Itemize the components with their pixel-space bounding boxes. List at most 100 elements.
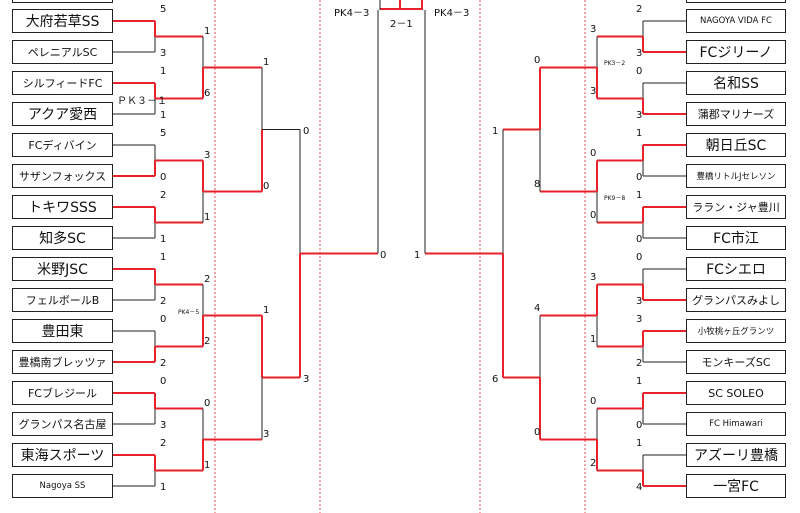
score-label: 4 xyxy=(636,482,643,493)
team-box-left: 豊橋南ブレッツァ xyxy=(12,350,113,374)
team-box-left: Nagoya SS xyxy=(12,474,113,498)
score-label: 3 xyxy=(204,149,211,161)
team-box-right: NAGOYA VIDA FC xyxy=(686,9,786,33)
score-label: 0 xyxy=(590,209,597,221)
team-box-left: グランパス名古屋 xyxy=(12,412,113,436)
score-label: 1 xyxy=(636,438,643,449)
score-label: 1 xyxy=(204,459,211,471)
pk-note: PK4－5 xyxy=(178,309,200,316)
score-label: 0 xyxy=(636,420,643,431)
team-box-right: FC市江 xyxy=(686,226,786,250)
team-box-right: SC SOLEO xyxy=(686,381,786,405)
score-label: 0 xyxy=(590,395,597,407)
score-label: 2 xyxy=(204,273,211,285)
score-label: 2 xyxy=(160,358,167,369)
team-box-left: サザンフォックス xyxy=(12,164,113,188)
score-label: 0 xyxy=(303,125,310,137)
pk-note: PK4－3 xyxy=(334,8,370,19)
team-box-right: 一宮FC xyxy=(686,474,786,498)
score-label: 1 xyxy=(263,56,270,68)
score-label: 2 xyxy=(160,438,167,449)
team-box-left: アクア愛西 xyxy=(12,102,113,126)
score-label: 2 xyxy=(636,358,643,369)
score-label: 1 xyxy=(590,333,597,345)
score-label: 1 xyxy=(636,376,643,387)
score-label: 1 xyxy=(492,125,499,137)
score-label: 6 xyxy=(204,87,211,99)
score-label: 0 xyxy=(204,397,211,409)
score-label: 0 xyxy=(534,54,541,66)
team-box-left: フェルボールB xyxy=(12,288,113,312)
pk-note: PK9－8 xyxy=(604,195,626,202)
team-box-right: グランパスみよし xyxy=(686,288,786,312)
team-box-left: 東海スポーツ xyxy=(12,443,113,467)
score-label: 0 xyxy=(636,234,643,245)
score-label: 2 xyxy=(590,457,597,469)
score-label: 1 xyxy=(636,128,643,139)
team-box-right: モンキーズSC xyxy=(686,350,786,374)
score-label: 3 xyxy=(303,373,310,385)
score-label: 5 xyxy=(160,4,167,15)
score-label: 1 xyxy=(160,482,167,493)
team-box-right: 朝日丘SC xyxy=(686,133,786,157)
score-label: 1 xyxy=(204,25,211,37)
score-label: 3 xyxy=(590,271,597,283)
score-label: 0 xyxy=(636,66,643,77)
team-box-right: ララン・ジャ豊川 xyxy=(686,195,786,219)
score-label: 2 xyxy=(160,296,167,307)
team-box-right: FCシエロ xyxy=(686,257,786,281)
score-label: 1 xyxy=(160,234,167,245)
team-box-right: 豊橋リトルJセレソン xyxy=(686,164,786,188)
score-label: 1 xyxy=(636,190,643,201)
score-label: 2 xyxy=(636,4,643,15)
score-label: 1 xyxy=(414,249,421,261)
score-label: 0 xyxy=(263,180,270,192)
team-box-right: アズーリ豊橋 xyxy=(686,443,786,467)
team-box-left: 大府若草SS xyxy=(12,9,113,33)
team-box-right: FC Himawari xyxy=(686,412,786,436)
score-label: 3 xyxy=(160,48,167,59)
score-label: 1 xyxy=(263,304,270,316)
score-label: 8 xyxy=(534,178,541,190)
score-label: 1 xyxy=(160,252,167,263)
score-label: 0 xyxy=(160,172,167,183)
team-box-right: FCジリーノ xyxy=(686,40,786,64)
pk-note: ＰＫ３－１ xyxy=(117,96,167,107)
score-label: 4 xyxy=(534,302,541,314)
team-box-right: 名和SS xyxy=(686,71,786,95)
team-box-left: 豊田東 xyxy=(12,319,113,343)
team-box-cut xyxy=(686,0,786,3)
score-label: 6 xyxy=(492,373,499,385)
pk-note: 2－1 xyxy=(390,19,413,30)
score-label: 3 xyxy=(636,296,643,307)
score-label: 3 xyxy=(590,85,597,97)
team-box-left: 米野JSC xyxy=(12,257,113,281)
pk-note: PK3－2 xyxy=(604,60,626,67)
score-label: 3 xyxy=(590,23,597,35)
team-box-left: FCブレジール xyxy=(12,381,113,405)
team-box-left: シルフィードFC xyxy=(12,71,113,95)
score-label: 3 xyxy=(636,110,643,121)
team-box-right: 蒲郡マリナーズ xyxy=(686,102,786,126)
score-label: 1 xyxy=(160,110,167,121)
team-box-left: ペレニアルSC xyxy=(12,40,113,64)
team-box-left: 知多SC xyxy=(12,226,113,250)
score-label: 3 xyxy=(636,314,643,325)
score-label: 0 xyxy=(160,314,167,325)
score-label: 0 xyxy=(590,147,597,159)
score-label: 0 xyxy=(380,249,387,261)
score-label: 3 xyxy=(263,428,270,440)
score-label: 2 xyxy=(160,190,167,201)
team-box-cut xyxy=(12,0,113,3)
team-box-right: 小牧桃ヶ丘グランツ xyxy=(686,319,786,343)
score-label: 5 xyxy=(160,128,167,139)
score-label: 0 xyxy=(160,376,167,387)
score-label: 2 xyxy=(204,335,211,347)
pk-note: PK4－3 xyxy=(434,8,470,19)
score-label: 1 xyxy=(204,211,211,223)
score-label: 0 xyxy=(534,426,541,438)
score-label: 3 xyxy=(636,48,643,59)
team-box-left: トキワSSS xyxy=(12,195,113,219)
